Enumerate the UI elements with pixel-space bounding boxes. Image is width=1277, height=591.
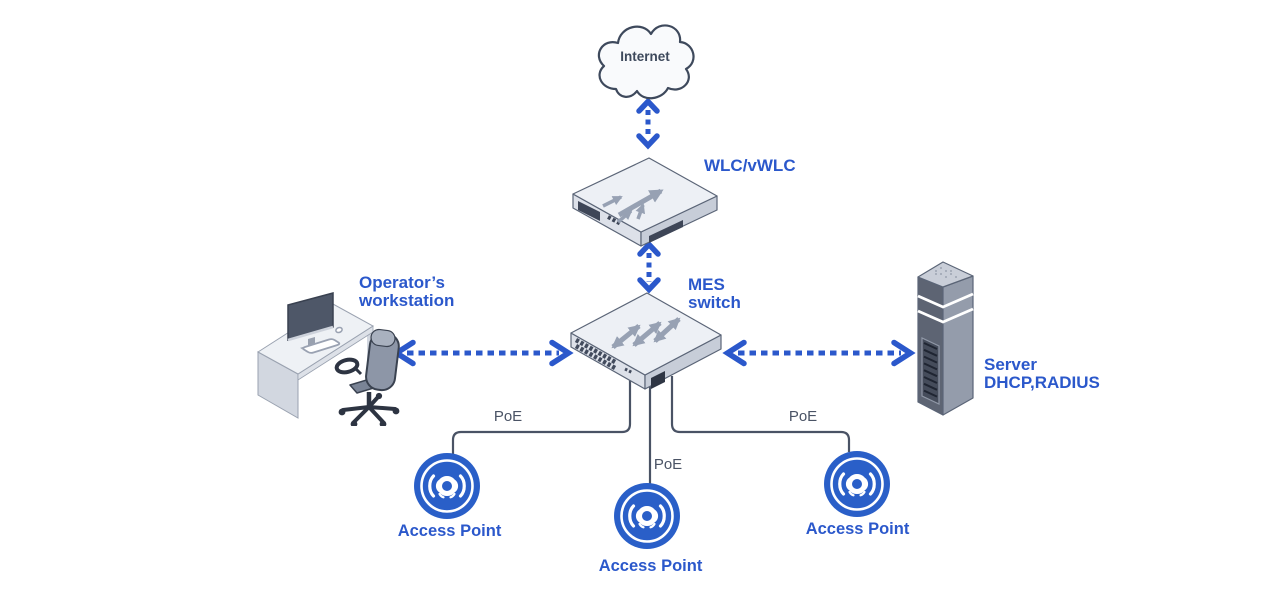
server-bay-separators: [917, 292, 974, 324]
wlc-label: WLC/vWLC: [704, 156, 796, 175]
chair-headrest: [370, 328, 396, 348]
internet-cloud-icon: [597, 24, 695, 100]
chair-base: [341, 395, 397, 424]
mes-switch-label: MES switch: [688, 275, 741, 313]
poe-cable-left: [451, 380, 632, 454]
access-point-icon-right: [824, 451, 890, 517]
wlc-controller-icon: [572, 157, 718, 247]
chair-armrest: [334, 357, 360, 375]
access-point-icon-center: [614, 483, 680, 549]
server-top-vents: [935, 267, 957, 278]
link-wlc-mes: [637, 240, 661, 294]
chair-wheels: [338, 392, 400, 426]
office-chair: [334, 328, 400, 426]
switch-uplink-port: [651, 371, 665, 389]
server-label: Server DHCP,RADIUS: [984, 355, 1100, 393]
switch-traffic-arrows: [611, 317, 681, 349]
switch-port-rows: [574, 338, 617, 370]
access-point-right-label: Access Point: [805, 520, 910, 538]
keyboard: [302, 338, 341, 354]
internet-label: Internet: [620, 49, 670, 64]
poe-cable-right: [670, 376, 851, 452]
link-mes-server: [722, 339, 916, 367]
wlc-port-strip: [649, 220, 683, 243]
wlc-uplink-arrows: [602, 188, 664, 224]
server-vent-slits: [923, 342, 938, 398]
poe-center-label: PoE: [653, 456, 683, 473]
link-internet-wlc: [636, 97, 660, 150]
access-point-center-label: Access Point: [598, 557, 703, 575]
wlc-port-block: [578, 201, 600, 221]
poe-right-label: PoE: [788, 408, 818, 425]
server-top-face: [917, 261, 974, 288]
mouse: [335, 326, 343, 334]
wlc-top-face: [572, 157, 718, 233]
server-tower-icon: [917, 261, 974, 416]
mes-switch-icon: [570, 292, 722, 390]
poe-left-label: PoE: [493, 408, 523, 425]
access-point-icon-left: [414, 453, 480, 519]
workstation-label: Operator’s workstation: [359, 273, 455, 311]
access-point-left-label: Access Point: [397, 522, 502, 540]
desk-workstation-icon: [257, 292, 400, 426]
